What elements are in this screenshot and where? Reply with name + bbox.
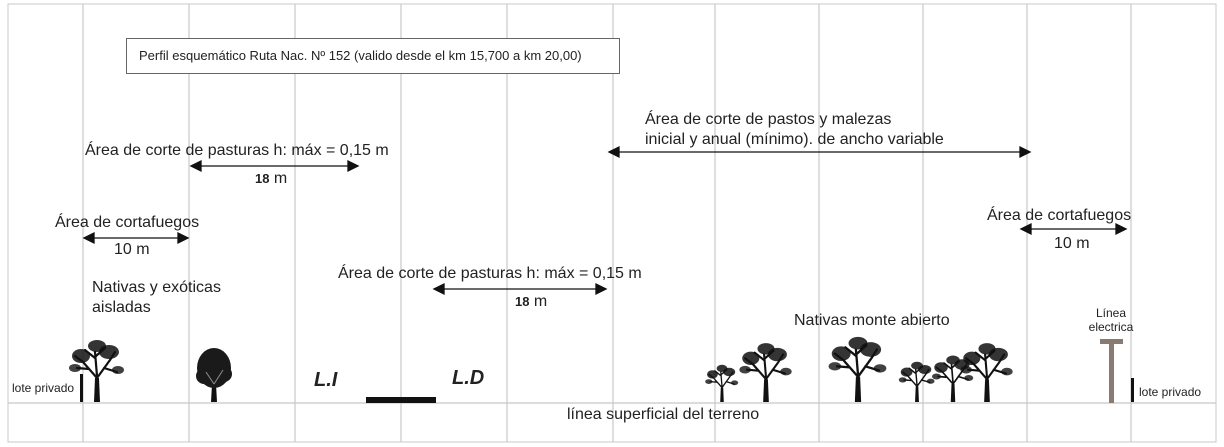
tree-icon: [959, 342, 1014, 404]
tree-icon: [704, 364, 739, 403]
cortafuegos-izq-label: Área de cortafuegos: [55, 214, 200, 231]
corte-pastos-label-line2: inicial y anual (mínimo). de ancho varia…: [645, 131, 944, 148]
cortafuegos-izq-dimension: 10 m: [114, 241, 150, 258]
diagram-title: Perfil esquemático Ruta Nac. Nº 152 (val…: [126, 38, 620, 74]
dimension-unit: m: [273, 170, 288, 187]
lado-izquierdo-label: L.I: [314, 369, 338, 391]
tree-icon: [827, 335, 888, 404]
tree-icon: [195, 347, 233, 403]
arrowhead: [82, 231, 95, 245]
arrowhead: [177, 231, 190, 245]
tree-icon: [898, 360, 936, 403]
tree-icon: [738, 342, 793, 404]
dimension-number: 18: [515, 294, 530, 309]
corte-pasturas-izq-dimension: 18 m: [255, 169, 287, 189]
arrowhead: [189, 159, 202, 173]
nativas-monte-label: Nativas monte abierto: [794, 312, 950, 329]
arrowhead: [1019, 222, 1032, 236]
linea-electrica-label-line2: electrica: [1088, 320, 1134, 334]
road-pavement: [366, 397, 436, 403]
dimension-arrows: [82, 145, 1128, 296]
cortafuegos-der-label: Área de cortafuegos: [987, 207, 1132, 224]
corte-pasturas-centro-dimension: 18 m: [515, 292, 547, 312]
fence-post-left: [80, 374, 83, 402]
nativas-exoticas-label-line1: Nativas y exóticas: [92, 279, 221, 296]
nativas-exoticas-label-line2: aisladas: [92, 299, 151, 316]
arrowhead: [595, 282, 608, 296]
electric-pole-icon: [1100, 339, 1123, 403]
arrowhead: [347, 159, 360, 173]
arrowhead: [1115, 222, 1128, 236]
arrowhead: [432, 282, 445, 296]
terreno-label: línea superficial del terreno: [567, 406, 760, 423]
fence-post-right: [1131, 378, 1134, 402]
tree-icon: [67, 338, 126, 404]
arrowhead: [607, 145, 620, 159]
trees: [67, 335, 1014, 404]
outer-frame: [7, 3, 1217, 443]
corte-pasturas-izq-label: Área de corte de pasturas h: máx = 0,15 …: [85, 142, 389, 159]
lote-privado-izq-label: lote privado: [12, 381, 75, 395]
dimension-unit: m: [533, 293, 548, 310]
lote-privado-der-label: lote privado: [1139, 385, 1202, 399]
lado-derecho-label: L.D: [452, 367, 485, 389]
linea-electrica-label-line1: Línea: [1095, 306, 1127, 320]
arrowhead: [1019, 145, 1032, 159]
corte-pasturas-centro-label: Área de corte de pasturas h: máx = 0,15 …: [338, 265, 642, 282]
corte-pastos-label-line1: Área de corte de pastos y malezas: [645, 111, 892, 128]
cortafuegos-der-dimension: 10 m: [1054, 235, 1090, 252]
dimension-number: 18: [255, 171, 270, 186]
